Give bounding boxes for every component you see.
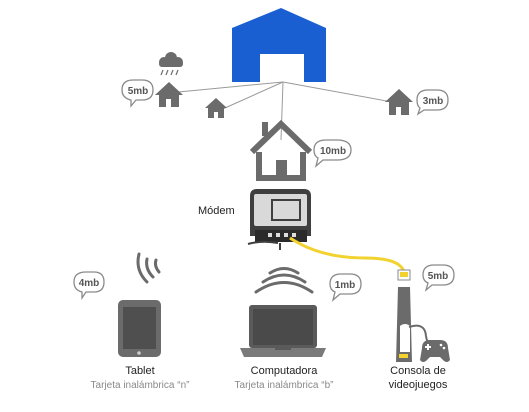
device-desc-tablet: Tarjeta inalámbrica “n” <box>90 380 190 391</box>
device-name-tablet: Tablet <box>125 365 155 377</box>
bubble-text-computer: 1mb <box>335 280 356 291</box>
device-name-console-line1: Consola de <box>390 365 446 377</box>
device-name-computer: Computadora <box>250 365 318 377</box>
building-icon <box>232 8 326 82</box>
rain-cloud-icon <box>159 52 183 76</box>
laptop-icon <box>240 305 326 357</box>
device-name-console-line2: videojuegos <box>388 379 448 391</box>
speech-bubble-icon <box>73 79 455 302</box>
wifi-waves-icon <box>136 252 161 284</box>
device-desc-computer: Tarjeta inalámbrica “b” <box>234 380 334 391</box>
bubble-text-console: 5mb <box>428 271 449 282</box>
house-icon <box>205 98 227 118</box>
bubble-text-tablet: 4mb <box>79 278 100 289</box>
bubble-text-house-right: 3mb <box>423 96 444 107</box>
house-icon <box>249 119 313 181</box>
ethernet-cable <box>289 236 411 281</box>
bubble-text-house-rain: 5mb <box>128 86 149 97</box>
connection-lines <box>167 81 393 141</box>
house-icon <box>155 82 183 107</box>
wifi-waves-icon <box>254 267 314 294</box>
game-console-icon <box>396 287 412 362</box>
tablet-icon <box>118 300 161 357</box>
modem-icon <box>247 189 311 250</box>
bubble-text-house-main: 10mb <box>320 146 346 157</box>
house-icon <box>385 89 413 115</box>
gamepad-icon <box>420 340 450 362</box>
modem-label: Módem <box>198 205 235 217</box>
